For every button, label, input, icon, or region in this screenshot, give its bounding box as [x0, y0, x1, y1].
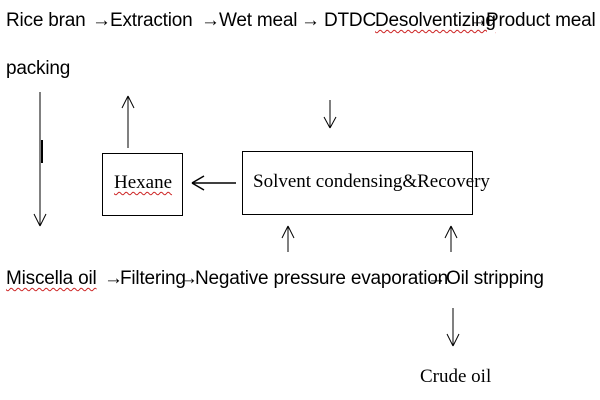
up-arrow-stripping-to-recovery	[444, 225, 458, 252]
crude-oil-label: Crude oil	[420, 366, 492, 387]
down-arrow-dtdc-to-recovery	[323, 100, 337, 129]
arrow-to-extraction: →	[92, 10, 111, 31]
arrow-to-filtering: →	[104, 268, 123, 289]
down-arrow-stripping-to-crude-oil	[446, 308, 460, 347]
arrow-to-product-meal: →	[469, 10, 488, 31]
hexane-box: Hexane	[102, 153, 183, 216]
down-arrow-to-miscella	[33, 92, 47, 227]
evaporation-label: Negative pressure evaporation	[195, 268, 448, 289]
miscella-oil-label: Miscella oil	[6, 268, 97, 289]
solvent-recovery-box: Solvent condensing&Recovery	[242, 151, 490, 215]
oil-stripping-label: Oil stripping	[446, 268, 544, 289]
arrow-to-wet-meal: →	[201, 10, 220, 31]
arrow-to-evaporation: →	[179, 268, 198, 289]
up-arrow-evaporation-to-recovery	[281, 225, 295, 252]
rice-bran-label: Rice bran	[6, 10, 86, 31]
filtering-label: Filtering	[120, 268, 186, 289]
left-arrow-recovery-to-hexane	[191, 175, 236, 191]
dtdc-label: DTDC	[324, 10, 376, 31]
arrow-to-oil-stripping: →	[427, 268, 446, 289]
extraction-label: Extraction	[110, 10, 193, 31]
up-arrow-hexane-to-extraction	[121, 95, 135, 148]
desolventizing-label: Desolventizing	[375, 10, 496, 31]
wet-meal-label: Wet meal	[219, 10, 298, 31]
arrow-to-dtdc: →	[301, 10, 320, 31]
solvent-recovery-label: Solvent condensing&Recovery	[253, 171, 490, 192]
packing-label: packing	[6, 58, 71, 79]
product-meal-label: Product meal	[486, 10, 596, 31]
hexane-label: Hexane	[114, 172, 173, 193]
